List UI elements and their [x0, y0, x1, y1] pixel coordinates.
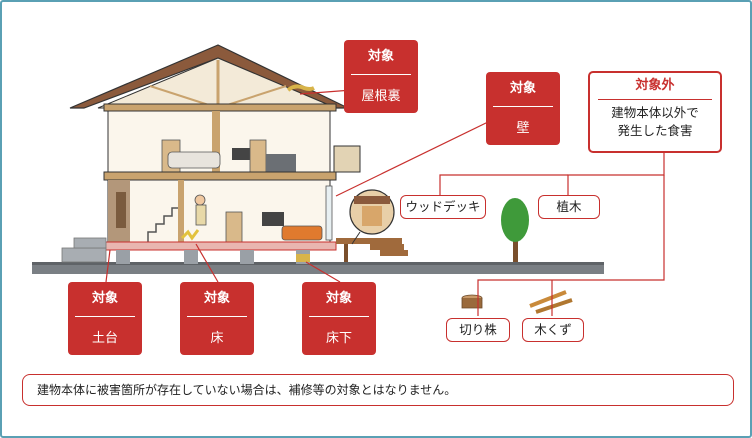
- tag-sill: 対象 土台: [68, 282, 142, 355]
- footnote: 建物本体に被害箇所が存在していない場合は、補修等の対象とはなりません。: [22, 374, 734, 406]
- tree-crown: [501, 198, 529, 242]
- tag-wall: 対象 壁: [486, 72, 560, 145]
- excluded-box: 対象外 建物本体以外で 発生した食害: [588, 71, 722, 153]
- tag-underfloor-heading: 対象: [309, 282, 369, 317]
- tag-sill-label: 土台: [91, 330, 118, 346]
- chip-wood-deck: ウッドデッキ: [400, 195, 486, 219]
- entrance-steps: [61, 247, 107, 263]
- wood-deck-post: [344, 244, 348, 262]
- foundation-3: [240, 250, 254, 264]
- tag-floor-heading: 対象: [187, 282, 247, 317]
- upper-partition: [212, 111, 220, 174]
- connector-deck: [439, 174, 568, 195]
- tag-attic: 対象 屋根裏: [344, 40, 418, 113]
- person-head: [194, 194, 206, 206]
- connector-stump: [477, 175, 665, 316]
- leader-floor: [195, 243, 219, 283]
- tag-floor: 対象 床: [180, 282, 254, 355]
- chip-wood-debris: 木くず: [522, 318, 584, 342]
- floor-damage-mark: [180, 229, 200, 241]
- tag-attic-heading: 対象: [351, 40, 411, 75]
- bed: [167, 151, 221, 169]
- attic-damage-mark: [286, 84, 315, 92]
- underfloor-damage-mark: [296, 254, 310, 262]
- wood-deck-top: [336, 238, 402, 244]
- wood-deck-step: [370, 244, 404, 250]
- tag-underfloor-label: 床下: [325, 330, 352, 346]
- front-door: [116, 192, 126, 228]
- leader-sill: [105, 249, 111, 283]
- window: [325, 185, 333, 241]
- upper-door-2: [249, 139, 267, 173]
- tag-floor-label: 床: [210, 330, 224, 346]
- lower-door: [225, 211, 243, 243]
- wood-debris-1: [529, 290, 567, 308]
- ground-edge: [32, 262, 604, 265]
- leader-underfloor: [305, 261, 341, 283]
- cabinet: [266, 154, 296, 172]
- monitor: [232, 148, 252, 160]
- chip-tree: 植木: [538, 195, 600, 219]
- tag-sill-heading: 対象: [75, 282, 135, 317]
- entrance-step-top: [73, 237, 107, 249]
- foundation-2: [184, 250, 198, 264]
- tag-attic-label: 屋根裏: [361, 88, 401, 104]
- stump-body: [461, 298, 483, 309]
- excluded-heading: 対象外: [598, 73, 712, 100]
- mid-floor-slab: [103, 171, 337, 181]
- wall-zoom-pointer: [351, 231, 361, 245]
- sofa: [281, 225, 323, 241]
- connector-tree: [567, 151, 665, 195]
- leader-wall: [335, 121, 489, 197]
- sill-beam: [103, 241, 337, 251]
- person-body: [195, 204, 207, 226]
- tag-wall-label: 壁: [516, 120, 530, 136]
- excluded-description: 建物本体以外で 発生した食害: [590, 100, 720, 140]
- tag-wall-heading: 対象: [493, 72, 553, 107]
- balcony: [333, 145, 361, 173]
- excluded-line-2: 発生した食害: [617, 123, 693, 138]
- lower-partition: [178, 180, 184, 242]
- tv: [262, 212, 284, 226]
- upper-beam: [103, 103, 337, 112]
- wood-deck-step-2: [380, 250, 408, 256]
- excluded-line-1: 建物本体以外で: [611, 105, 699, 120]
- tree-trunk: [513, 232, 518, 262]
- wood-debris-2: [535, 298, 573, 314]
- chip-stump: 切り株: [446, 318, 510, 342]
- foundation-1: [116, 250, 130, 264]
- wall-zoom-damage: [362, 206, 382, 226]
- tag-underfloor: 対象 床下: [302, 282, 376, 355]
- stairs: [147, 207, 178, 242]
- wall-zoom-board: [354, 196, 390, 204]
